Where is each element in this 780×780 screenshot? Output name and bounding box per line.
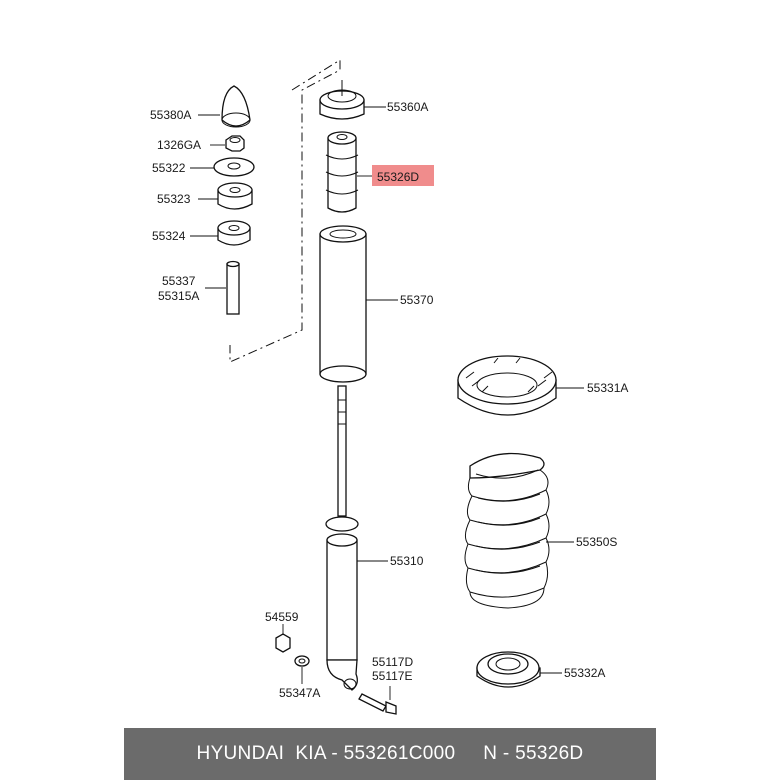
part-55326D-bump-stopper	[325, 131, 359, 213]
label-1326GA: 1326GA	[157, 138, 201, 152]
label-55347A: 55347A	[279, 686, 320, 700]
part-55323-bushing	[217, 182, 253, 210]
part-55322-washer	[213, 157, 255, 177]
footer-text: HYUNDAI KIA - 553261C000 N - 55326D	[196, 743, 584, 764]
label-55332A: 55332A	[564, 666, 605, 680]
label-55360A: 55360A	[387, 100, 428, 114]
label-55323: 55323	[157, 192, 191, 206]
label-55331A: 55331A	[587, 381, 628, 395]
label-55326D: 55326D	[377, 170, 419, 184]
highlight-55326D	[372, 165, 434, 186]
part-55310-shock-absorber	[325, 385, 359, 691]
part-55347A-washer	[294, 655, 310, 667]
part-55117D-bolt	[358, 693, 397, 715]
part-55350S-coil-spring	[464, 452, 550, 609]
part-55380A-dust-cap	[221, 85, 251, 128]
label-55117E: 55117E	[372, 669, 412, 683]
label-55380A: 55380A	[150, 108, 191, 122]
label-55315A: 55315A	[158, 289, 199, 303]
part-55337-sleeve	[226, 260, 240, 315]
part-55324-bushing	[217, 220, 251, 246]
part-55360A-top-mount	[319, 80, 365, 120]
label-55310: 55310	[390, 554, 424, 568]
label-55350S: 55350S	[576, 535, 617, 549]
part-55332A-spring-pad	[476, 651, 541, 688]
part-54559-nut	[275, 633, 291, 653]
label-55117D: 55117D	[372, 655, 413, 669]
label-55324: 55324	[152, 229, 186, 243]
part-number-footer: HYUNDAI KIA - 553261C000 N - 55326D	[124, 728, 656, 780]
part-55331A-spring-pad	[457, 355, 557, 416]
label-54559: 54559	[265, 610, 299, 624]
part-1326GA-nut	[225, 135, 245, 152]
part-55370-dust-cover	[319, 225, 367, 383]
label-55370: 55370	[400, 293, 434, 307]
group-dashed-line	[229, 59, 341, 363]
label-55322: 55322	[152, 161, 186, 175]
label-55337: 55337	[162, 274, 196, 288]
